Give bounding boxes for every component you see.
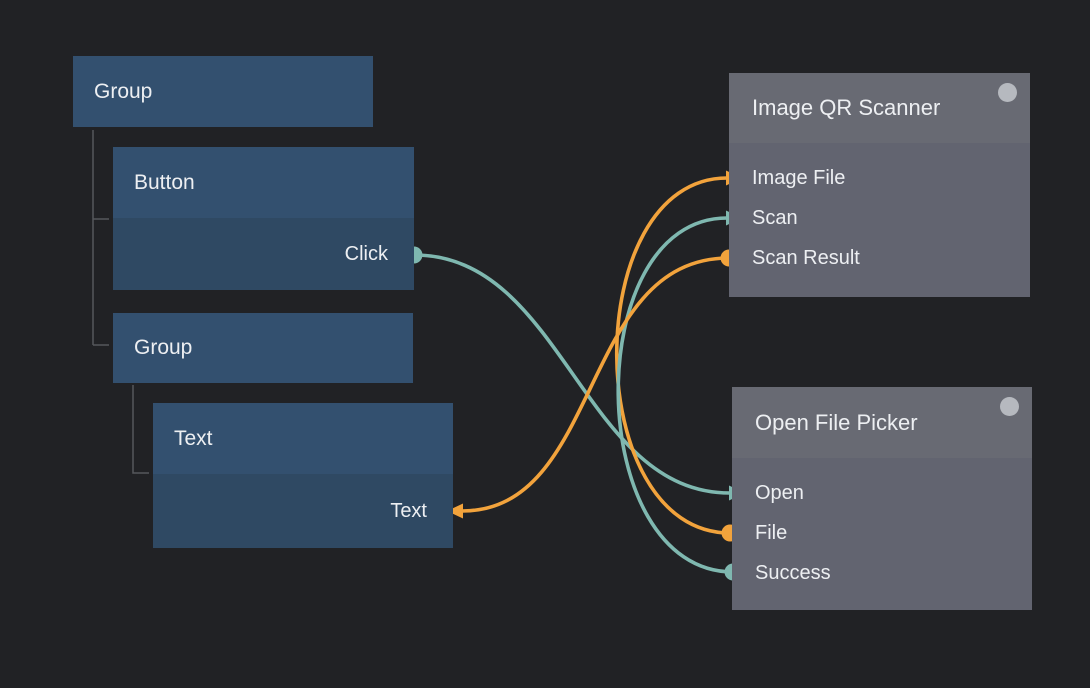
port-label: Success (755, 561, 831, 584)
port-text-in[interactable]: Text (153, 474, 453, 548)
port-scan[interactable]: Scan (729, 198, 1030, 238)
hierarchy-connector-line (132, 385, 149, 474)
port-click[interactable]: Click (113, 218, 414, 290)
port-scan-result[interactable]: Scan Result (729, 238, 1030, 278)
port-success[interactable]: Success (732, 553, 1032, 593)
node-title: Image QR Scanner (752, 95, 941, 120)
tree-node-label: Group (94, 79, 153, 103)
tree-node-label: Button (134, 170, 195, 194)
port-label: Click (344, 242, 388, 265)
port-image-file[interactable]: Image File (729, 158, 1030, 198)
hierarchy-connector-line (92, 130, 109, 346)
port-file[interactable]: File (732, 513, 1032, 553)
node-status-dot[interactable] (998, 83, 1017, 102)
node-image-qr-scanner[interactable]: Image QR Scanner Image File Scan Scan Re… (729, 73, 1030, 297)
port-label: Scan Result (752, 246, 860, 269)
port-label: File (755, 521, 788, 544)
tree-node-button[interactable]: Button Click (113, 147, 414, 290)
tree-node-group-nested[interactable]: Group (113, 313, 413, 383)
tree-node-label: Group (134, 336, 193, 359)
wire-orange[interactable] (460, 256, 731, 513)
wire-teal[interactable] (412, 253, 732, 495)
tree-node-group-root[interactable]: Group (73, 56, 373, 127)
node-status-dot[interactable] (1000, 397, 1019, 416)
port-label: Image File (752, 166, 846, 189)
node-title: Open File Picker (755, 409, 918, 435)
port-label: Open (755, 481, 804, 504)
port-label: Text (390, 499, 427, 522)
tree-node-text[interactable]: Text Text (153, 403, 453, 548)
port-label: Scan (752, 206, 798, 229)
wire-orange[interactable] (614, 176, 732, 535)
port-open[interactable]: Open (732, 473, 1032, 513)
tree-node-label: Text (174, 426, 213, 450)
node-open-file-picker[interactable]: Open File Picker Open File Success (732, 387, 1032, 610)
wire-teal[interactable] (616, 216, 735, 574)
